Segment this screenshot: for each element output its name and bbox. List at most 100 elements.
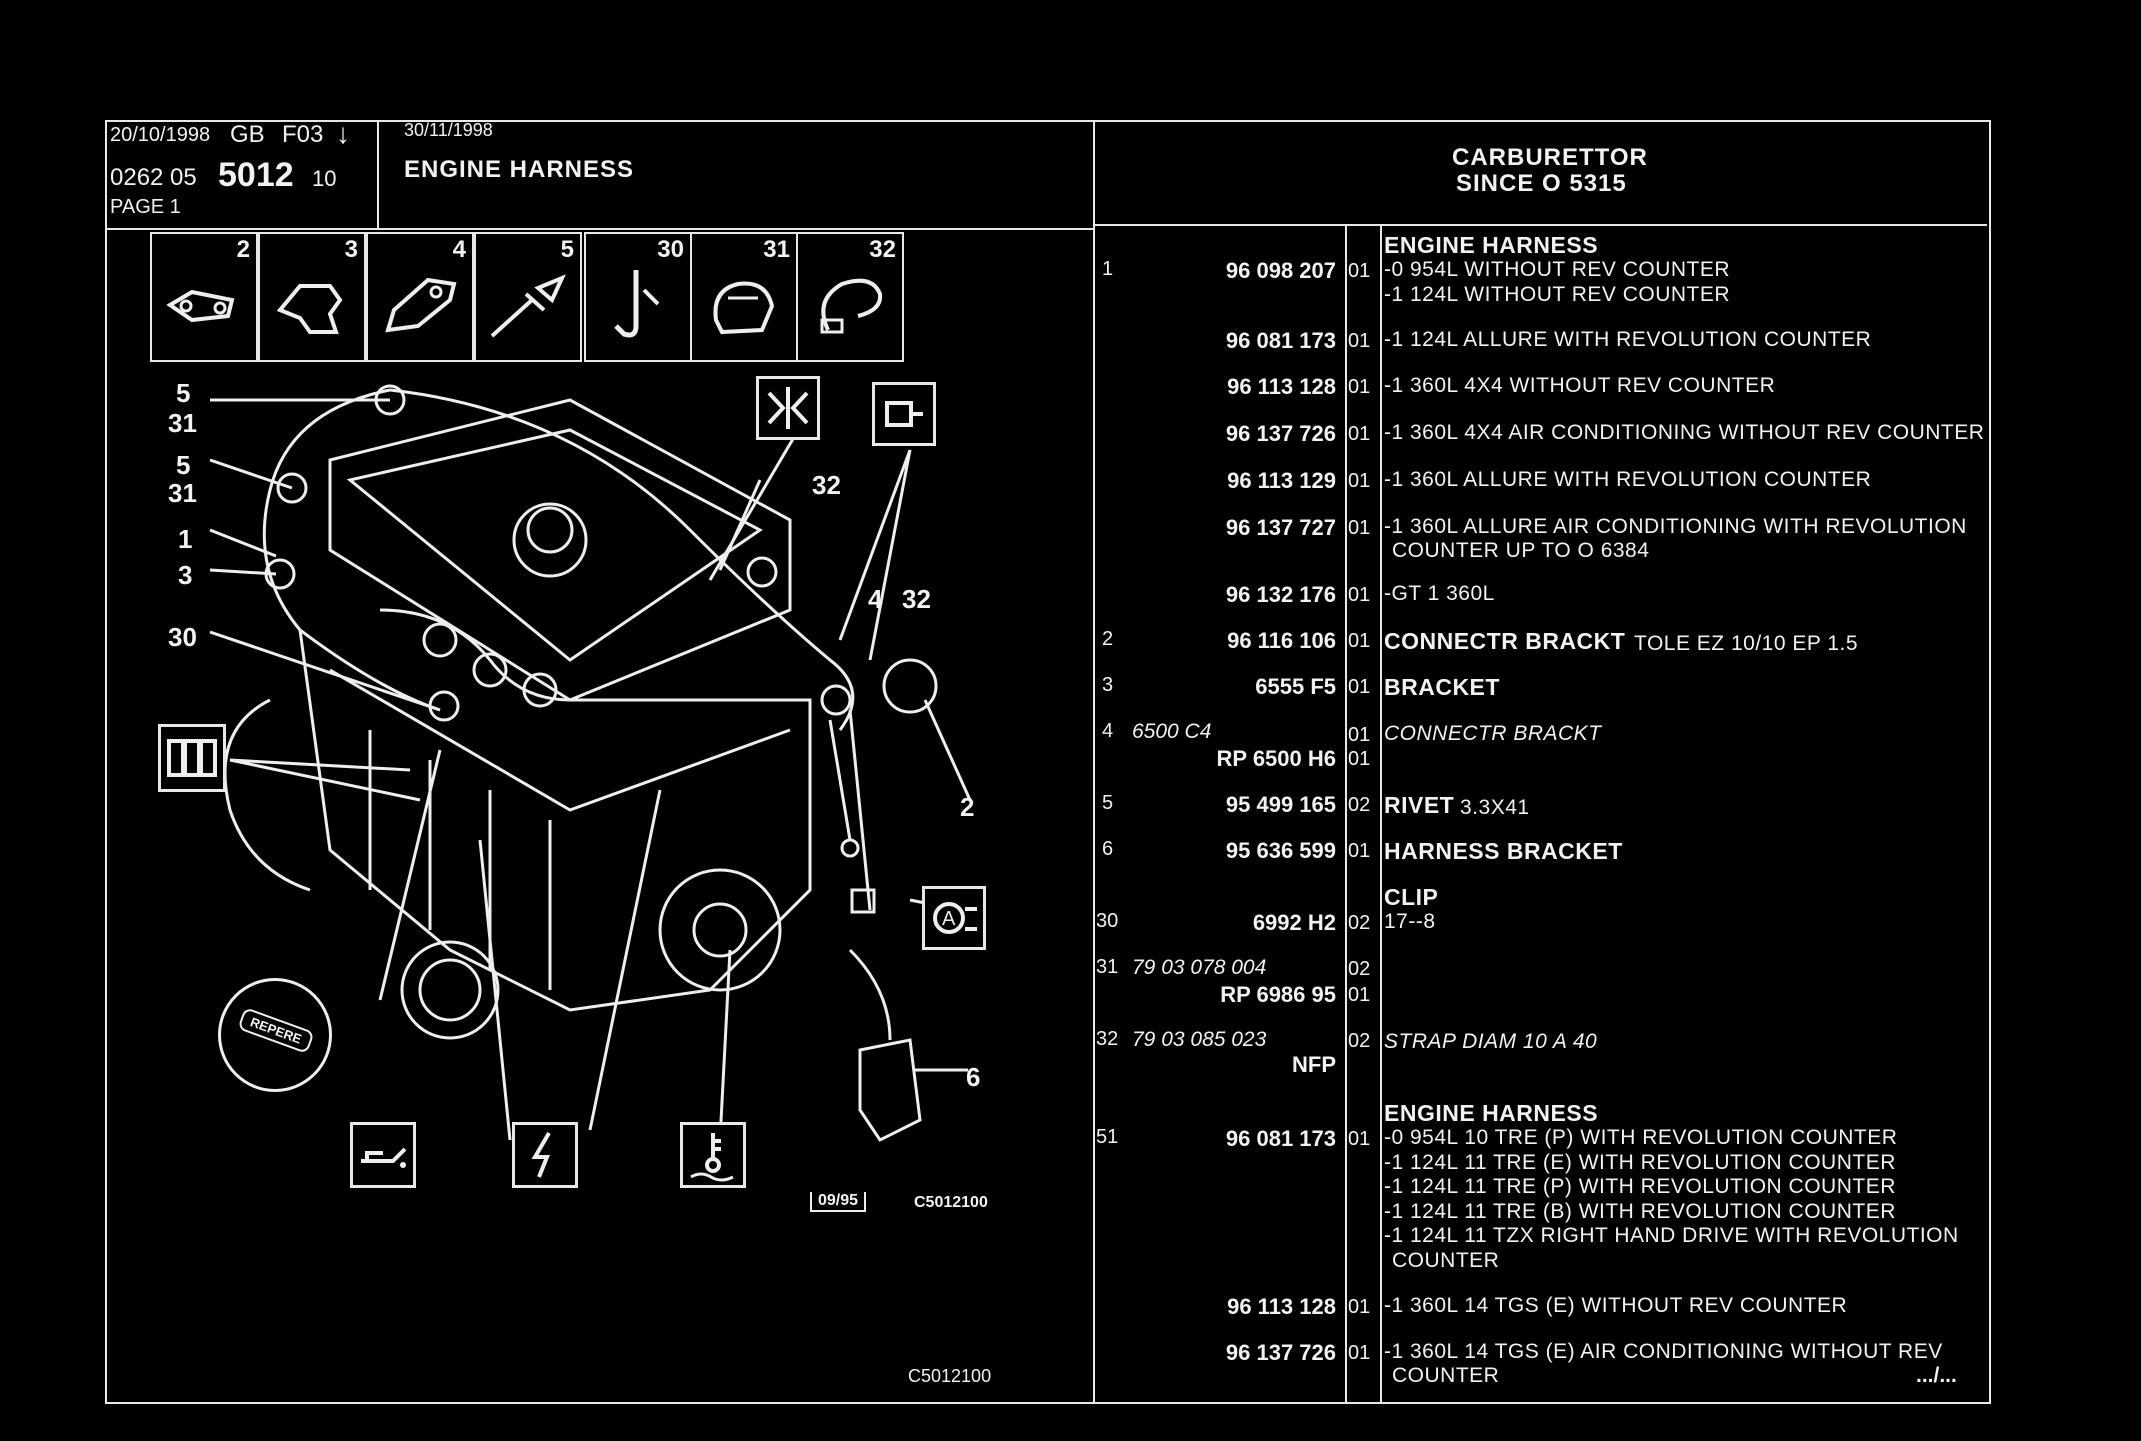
part-icon-5: 5 bbox=[474, 232, 582, 362]
row-7-qty: 01 bbox=[1348, 584, 1371, 606]
oil-pressure-icon bbox=[350, 1122, 416, 1188]
row-13-heading: CLIP bbox=[1384, 884, 1439, 910]
row-9-ref: 6555 F5 bbox=[1255, 674, 1336, 699]
switch-symbol-icon bbox=[872, 382, 936, 446]
row-12-qty: 01 bbox=[1348, 840, 1371, 862]
header-code: F03 bbox=[282, 121, 324, 148]
row-12-num: 6 bbox=[1102, 838, 1114, 860]
callout-2: 2 bbox=[960, 792, 975, 822]
part-icon-31: 31 bbox=[690, 232, 798, 362]
part-icon-2: 2 bbox=[150, 232, 258, 362]
engine-diagram bbox=[209, 384, 972, 1142]
row-11-qty: 02 bbox=[1348, 794, 1371, 816]
header-date: 20/10/1998 bbox=[110, 124, 211, 146]
row-13-ref: 6992 H2 bbox=[1252, 910, 1336, 935]
row-16-line-4: -1 124L 11 TRE (B) WITH REVOLUTION COUNT… bbox=[1384, 1200, 1896, 1223]
row-16-num: 51 bbox=[1096, 1126, 1119, 1148]
row-1-line-1: -0 954L WITHOUT REV COUNTER bbox=[1384, 258, 1731, 281]
row-11-line-1: 3.3X41 bbox=[1460, 796, 1530, 819]
row-11-bold: RIVET bbox=[1384, 792, 1455, 818]
repere-badge: REPERE bbox=[218, 978, 332, 1092]
ignition-icon bbox=[512, 1122, 578, 1188]
row-14-ref: RP 6986 95 bbox=[1220, 982, 1336, 1007]
row-5-line-1: -1 360L ALLURE WITH REVOLUTION COUNTER bbox=[1384, 468, 1872, 491]
row-10-ref: RP 6500 H6 bbox=[1216, 746, 1336, 771]
callout-32: 32 bbox=[902, 584, 931, 614]
row-14-ref-a: 79 03 078 004 bbox=[1132, 956, 1267, 979]
part-icon-3: 3 bbox=[258, 232, 366, 362]
callout-3: 3 bbox=[178, 560, 193, 590]
header-divider-left bbox=[377, 120, 379, 228]
callout-30: 30 bbox=[168, 622, 197, 652]
repere-label: REPERE bbox=[237, 1007, 315, 1054]
connector-symbol-icon bbox=[756, 376, 820, 440]
row-4-line-1: -1 360L 4X4 AIR CONDITIONING WITHOUT REV… bbox=[1384, 421, 1985, 444]
row-6-qty: 01 bbox=[1348, 517, 1371, 539]
row-3-line-1: -1 360L 4X4 WITHOUT REV COUNTER bbox=[1384, 374, 1776, 397]
row-7-ref: 96 132 176 bbox=[1225, 582, 1336, 607]
coolant-temp-icon bbox=[680, 1122, 746, 1188]
row-1-num: 1 bbox=[1102, 258, 1114, 280]
row-10-italic: CONNECTR BRACKT bbox=[1384, 722, 1602, 745]
row-10-ref-a: 6500 C4 bbox=[1132, 720, 1212, 743]
part-icon-32: 32 bbox=[796, 232, 904, 362]
callout-32: 32 bbox=[812, 470, 841, 500]
ref-col-divider bbox=[1345, 226, 1347, 1402]
row-8-line-1: TOLE EZ 10/10 EP 1.5 bbox=[1634, 632, 1859, 655]
row-13-qty: 02 bbox=[1348, 912, 1371, 934]
row-6-line-2: COUNTER UP TO O 6384 bbox=[1392, 539, 1650, 562]
ref-suffix: 10 bbox=[312, 166, 337, 191]
row-8-qty: 01 bbox=[1348, 630, 1371, 652]
row-3-ref: 96 113 128 bbox=[1227, 374, 1336, 399]
right-title-1: CARBURETTOR bbox=[1452, 144, 1648, 171]
qty-col-divider bbox=[1380, 226, 1382, 1402]
row-15-ref: NFP bbox=[1292, 1052, 1336, 1077]
ref-main: 5012 bbox=[218, 156, 294, 194]
row-16-line-3: -1 124L 11 TRE (P) WITH REVOLUTION COUNT… bbox=[1384, 1175, 1896, 1198]
row-18-qty: 01 bbox=[1348, 1342, 1371, 1364]
row-9-num: 3 bbox=[1102, 674, 1114, 696]
row-8-bold: CONNECTR BRACKT bbox=[1384, 628, 1626, 654]
row-15-qty-a: 02 bbox=[1348, 1030, 1371, 1052]
row-2-ref: 96 081 173 bbox=[1225, 328, 1336, 353]
row-16-line-5: -1 124L 11 TZX RIGHT HAND DRIVE WITH REV… bbox=[1384, 1224, 1959, 1247]
row-1-line-2: -1 124L WITHOUT REV COUNTER bbox=[1384, 283, 1731, 306]
row-13-num: 30 bbox=[1096, 910, 1119, 932]
right-title-2: SINCE O 5315 bbox=[1456, 170, 1627, 197]
row-5-ref: 96 113 129 bbox=[1227, 468, 1336, 493]
row-18-line-1: -1 360L 14 TGS (E) AIR CONDITIONING WITH… bbox=[1384, 1340, 1943, 1363]
row-16-ref: 96 081 173 bbox=[1225, 1126, 1336, 1151]
row-12-ref: 95 636 599 bbox=[1225, 838, 1336, 863]
row-12-bold: HARNESS BRACKET bbox=[1384, 838, 1623, 864]
row-5-qty: 01 bbox=[1348, 470, 1371, 492]
row-1-ref: 96 098 207 bbox=[1225, 258, 1336, 283]
row-10-num: 4 bbox=[1102, 720, 1114, 742]
row-18-ref: 96 137 726 bbox=[1225, 1340, 1336, 1365]
diagram-date: 09/95 bbox=[810, 1192, 867, 1212]
header-date-mid: 30/11/1998 bbox=[404, 120, 493, 140]
row-3-qty: 01 bbox=[1348, 376, 1371, 398]
page-title: ENGINE HARNESS bbox=[404, 156, 635, 183]
alternator-symbol-icon: A bbox=[922, 886, 986, 950]
row-10-qty: 01 bbox=[1348, 748, 1371, 770]
diagram-code: C5012100 bbox=[914, 1194, 988, 1211]
callout-31: 31 bbox=[168, 478, 197, 508]
callout-31: 31 bbox=[168, 408, 197, 438]
row-6-line-1: -1 360L ALLURE AIR CONDITIONING WITH REV… bbox=[1384, 515, 1967, 538]
header-rule-right bbox=[1093, 224, 1987, 226]
continuation-mark: .../... bbox=[1916, 1364, 1957, 1387]
fuse-block-icon bbox=[158, 724, 226, 792]
header-lang: GB bbox=[230, 121, 265, 148]
row-8-ref: 96 116 106 bbox=[1227, 628, 1336, 653]
header-rule-left bbox=[105, 228, 1093, 230]
row-16-line-1: -0 954L 10 TRE (P) WITH REVOLUTION COUNT… bbox=[1384, 1126, 1898, 1149]
footer-code: C5012100 bbox=[908, 1366, 992, 1386]
row-9-bold: BRACKET bbox=[1384, 674, 1500, 700]
row-17-qty: 01 bbox=[1348, 1296, 1371, 1318]
page-frame bbox=[105, 120, 1991, 1404]
part-icon-30: 30 bbox=[584, 232, 692, 362]
row-14-num: 31 bbox=[1096, 956, 1119, 978]
callout-6: 6 bbox=[966, 1062, 981, 1092]
svg-text:A: A bbox=[942, 908, 956, 930]
row-14-qty-a: 02 bbox=[1348, 958, 1371, 980]
